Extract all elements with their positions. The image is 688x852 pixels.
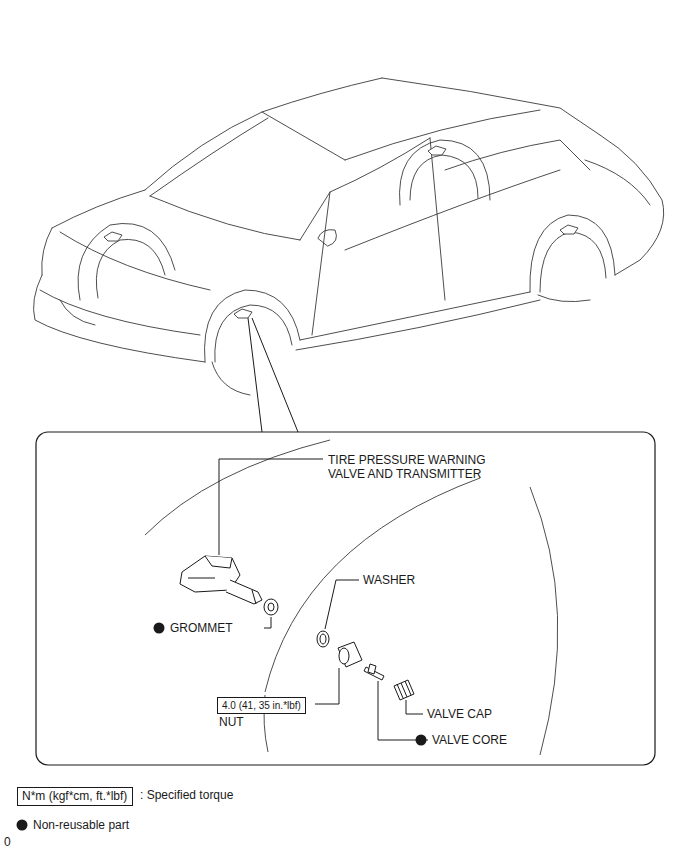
car-body (445, 140, 590, 170)
car-body (145, 78, 382, 190)
callout-line (252, 318, 298, 432)
callout-line (248, 318, 262, 432)
legend-text: : Specified torque (140, 788, 233, 802)
car-body (150, 196, 300, 240)
part-name: GROMMET (170, 621, 233, 635)
car-body (538, 295, 590, 302)
car-body (150, 118, 268, 196)
box-text: 4.0 (41, 35 in.*lbf) (222, 699, 301, 712)
car-body (382, 78, 600, 135)
car-body (34, 275, 205, 362)
car-body (345, 170, 560, 250)
tire-arc (145, 440, 558, 755)
car-body (540, 232, 606, 292)
transmitter-drawing (226, 580, 262, 604)
transmitter-drawing (252, 590, 256, 604)
non-reusable-dot (154, 623, 165, 634)
valve-cap-drawing (394, 680, 414, 700)
valve-cap-drawing (394, 680, 414, 700)
car-body (530, 215, 615, 292)
car-body (40, 290, 200, 335)
leader-line (406, 700, 423, 714)
non-reusable-dot (416, 735, 427, 746)
sensor-icon (104, 232, 122, 241)
car-body (52, 190, 145, 228)
box-text: N*m (kgf*cm, ft.*lbf) (22, 789, 128, 804)
car-body (215, 305, 292, 362)
nut-drawing (338, 642, 362, 667)
car-body (262, 112, 345, 160)
nut-drawing (339, 648, 349, 664)
tire-arc (530, 487, 558, 755)
car-body (585, 160, 650, 205)
car-body (410, 155, 478, 200)
valve-core-drawing (368, 664, 376, 674)
non-reusable-dot (17, 623, 427, 831)
car-body (430, 138, 445, 300)
tire-arc (145, 440, 330, 535)
washer-drawing (317, 631, 329, 647)
part-name: WASHER (363, 573, 415, 587)
washer-drawing (317, 631, 329, 647)
tire-arc (265, 478, 480, 692)
car-body (60, 232, 210, 290)
washer-drawing (320, 634, 326, 644)
car-body (34, 78, 664, 395)
sensor-icon (428, 146, 446, 155)
callout-line (248, 318, 298, 432)
part-name: VALVE CORE (432, 733, 507, 747)
car-body (78, 223, 175, 300)
leader-line (325, 580, 359, 629)
leader-line (219, 459, 323, 555)
valve-core-drawing (364, 664, 384, 680)
legend-text: Non-reusable part (33, 818, 129, 832)
page-number: 0 (4, 835, 11, 849)
valve-cap-drawing (397, 681, 411, 698)
car-body (42, 228, 52, 275)
part-name: VALVE CAP (427, 707, 492, 721)
grommet-drawing (264, 599, 278, 615)
inset-frame (36, 432, 655, 765)
legend-torque-box: N*m (kgf*cm, ft.*lbf) (17, 787, 133, 806)
transmitter-drawing (180, 556, 262, 604)
grommet-drawing (268, 603, 274, 611)
car-body (300, 292, 530, 340)
car-body (60, 300, 95, 325)
leader-line (264, 617, 271, 628)
transmitter-drawing (205, 556, 232, 568)
car-body (212, 362, 250, 395)
car-body (600, 135, 664, 275)
part-name: NUT (219, 715, 244, 729)
car-body (296, 300, 540, 350)
car-body (400, 140, 491, 205)
grommet-drawing (264, 599, 278, 615)
car-body (345, 110, 540, 160)
torque-box: 4.0 (41, 35 in.*lbf) (217, 697, 306, 714)
sensor-icon (234, 309, 252, 318)
car-body (318, 230, 336, 246)
sensor-icon (104, 146, 578, 318)
transmitter-drawing (188, 578, 215, 579)
part-name: TIRE PRESSURE WARNING VALVE AND TRANSMIT… (328, 453, 503, 481)
leader-line (378, 681, 428, 740)
sensor-icon (560, 225, 578, 234)
nut-drawing (338, 642, 362, 667)
leader-line (315, 668, 339, 704)
car-body (96, 239, 165, 298)
non-reusable-dot (17, 820, 28, 831)
car-body (312, 192, 330, 335)
